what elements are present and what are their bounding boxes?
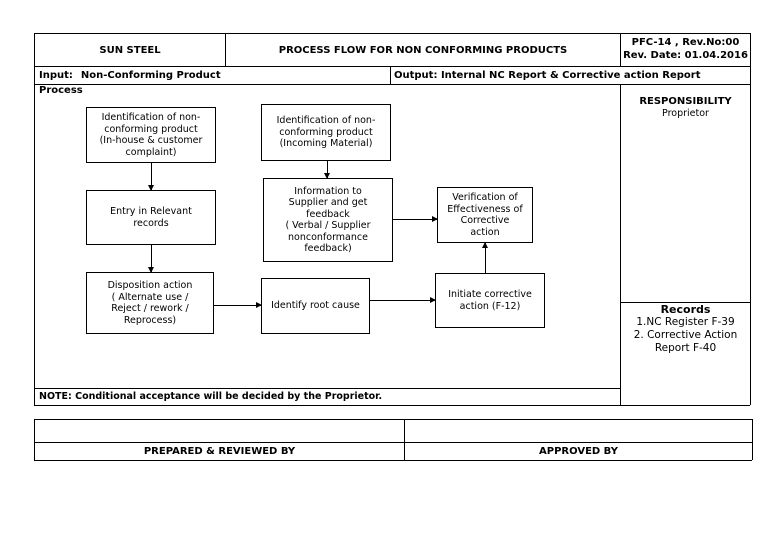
approved-by-label: APPROVED BY [405,443,752,460]
document-reference: PFC-14 , Rev.No:00 Rev. Date: 01.04.2016 [621,36,750,66]
input-label: Input: [39,70,73,81]
verification-effectiveness-box: Verification of Effectiveness of Correct… [437,187,533,243]
records-item-2: 2. Corrective Action Report F-40 [633,329,738,354]
approved-by-text: APPROVED BY [539,446,618,457]
records-item-1: 1.NC Register F-39 [636,316,735,328]
arrow-disposition-to-rootcause [214,302,262,308]
entry-records-box: Entry in Relevant records [86,190,216,245]
initiate-corrective-action-box: Initiate corrective action (F-12) [435,273,545,328]
note-text: NOTE: Conditional acceptance will be dec… [39,391,383,402]
identification-inhouse-box: Identification of non- conforming produc… [86,107,216,163]
rev-date: Rev. Date: 01.04.2016 [623,50,748,61]
process-label: Process [39,85,83,96]
responsibility-title: RESPONSIBILITY [639,96,732,107]
records-section: Records 1.NC Register F-39 2. Corrective… [621,303,750,355]
document-title-text: PROCESS FLOW FOR NON CONFORMING PRODUCTS [278,44,568,56]
disposition-action-box: Disposition action ( Alternate use / Rej… [86,272,214,334]
company-name-text: SUN STEEL [99,44,161,56]
document-title: PROCESS FLOW FOR NON CONFORMING PRODUCTS [226,34,620,66]
identify-root-cause-box: Identify root cause [261,278,370,334]
arrow-entry-to-disposition [148,245,154,273]
doc-ref-number: PFC-14 , Rev.No:00 [631,37,740,48]
responsibility-value: Proprietor [662,108,709,119]
responsibility-section: RESPONSIBILITY Proprietor [621,96,750,120]
prepared-reviewed-label: PREPARED & REVIEWED BY [35,443,404,460]
identification-incoming-box: Identification of non- conforming produc… [261,104,391,161]
output-text: Output: Internal NC Report & Corrective … [394,70,701,81]
records-title: Records [660,303,711,316]
arrow-incoming-to-supplier [324,161,330,179]
arrow-initiate-to-verification [482,242,488,273]
arrow-supplier-to-verification [393,216,438,222]
prepared-reviewed-text: PREPARED & REVIEWED BY [143,446,296,457]
input-cell: Input: Non-Conforming Product [39,67,389,84]
output-cell: Output: Internal NC Report & Corrective … [394,67,750,84]
input-value: Non-Conforming Product [80,70,221,81]
arrow-rootcause-to-initiate [370,297,436,303]
company-name: SUN STEEL [35,34,225,66]
information-supplier-box: Information to Supplier and get feedback… [263,178,393,262]
arrow-identification-to-entry [148,163,154,191]
